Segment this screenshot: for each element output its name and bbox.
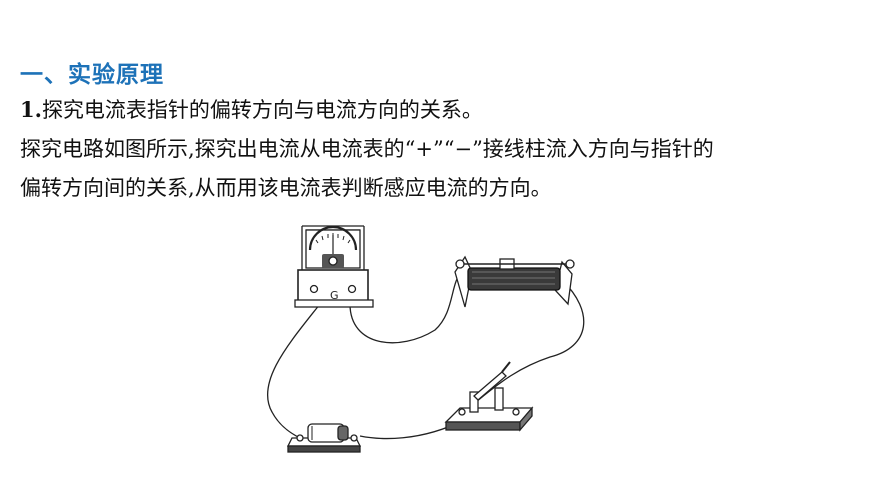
item-number: 1. xyxy=(20,97,42,122)
paragraph-line-2: 偏转方向间的关系,从而用该电流表判断感应电流的方向。 xyxy=(20,176,552,200)
paragraph-line-1: 探究电路如图所示,探究出电流从电流表的“+”“−”接线柱流入方向与指针的 xyxy=(20,137,714,161)
wire-meter-to-rheostat xyxy=(349,271,463,344)
item-1: 1.探究电流表指针的偏转方向与电流方向的关系。 xyxy=(20,94,483,124)
section-heading: 一、实验原理 xyxy=(20,62,164,88)
rheostat xyxy=(454,255,575,308)
circuit-figure: G xyxy=(266,225,585,453)
knife-switch xyxy=(444,361,534,432)
wire-meter-to-battery xyxy=(266,303,321,439)
meter-label: G xyxy=(330,289,339,302)
galvanometer: G xyxy=(294,225,374,308)
battery xyxy=(286,423,362,453)
item-title: 探究电流表指针的偏转方向与电流方向的关系。 xyxy=(41,98,483,122)
wire-rheostat-to-switch xyxy=(475,279,585,403)
